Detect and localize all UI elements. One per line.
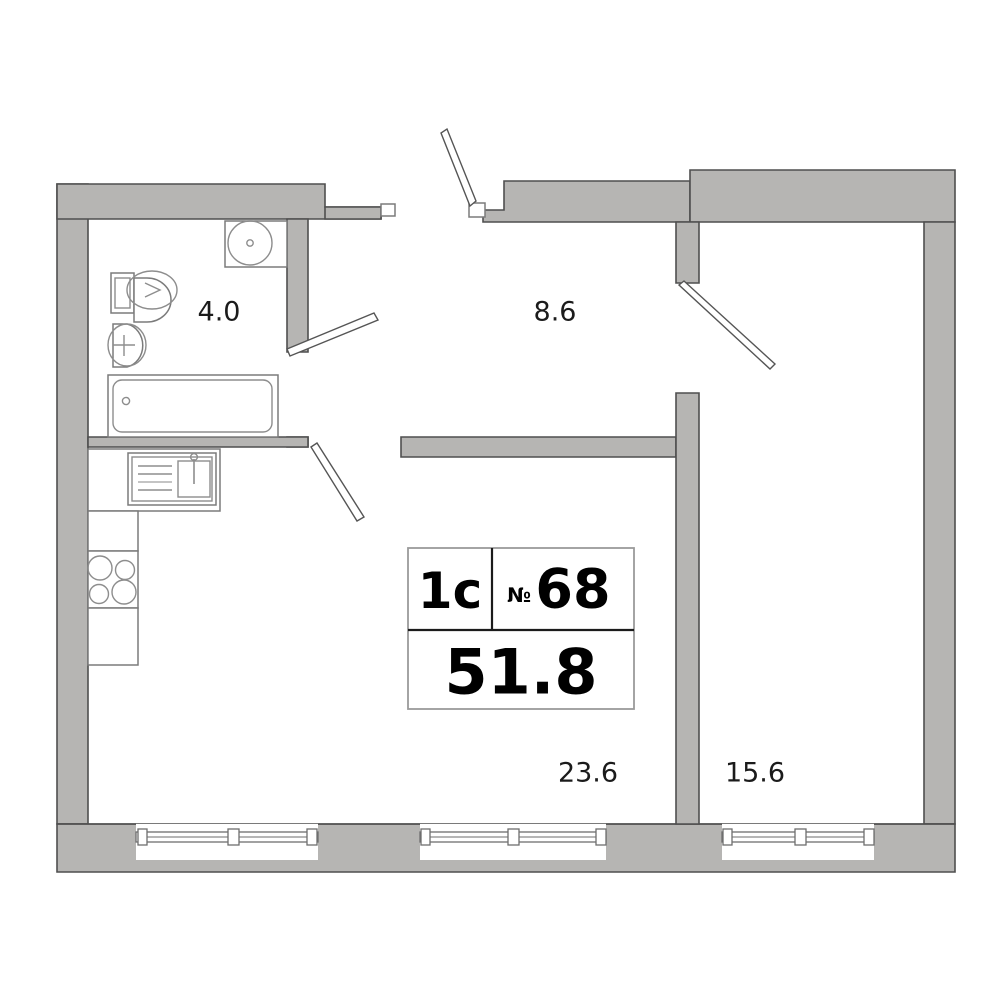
windows-group [135, 828, 875, 846]
kitchen-faucet-head [189, 452, 199, 462]
info-number-prefix: № [507, 583, 531, 607]
wall-bathroom-bottom [87, 436, 309, 448]
wall-stub-top-left-end [324, 206, 382, 220]
wall-living-bedroom-partition [675, 392, 700, 825]
info-apartment-number: 68 [535, 558, 610, 621]
toilet-bowl [133, 277, 172, 323]
kitchen-fixtures-group [87, 448, 221, 666]
toilet-flush-mark [144, 282, 162, 298]
toilet-seat [126, 270, 178, 310]
room-label-bathroom: 4.0 [198, 297, 241, 328]
bathtub-drain [121, 396, 131, 406]
room-labels-group: 4.0 8.6 23.6 15.6 [198, 297, 786, 789]
bathtub-inner [112, 379, 273, 433]
room-label-living-room: 23.6 [558, 758, 618, 789]
bedroom-door-leaf[interactable] [677, 280, 777, 370]
info-apartment-type: 1с [418, 562, 482, 620]
wall-exterior-top-center [482, 180, 691, 223]
room-label-bedroom: 15.6 [725, 758, 785, 789]
info-total-area: 51.8 [445, 636, 598, 709]
washbasin-bowl [107, 323, 147, 367]
kitchen-sink-unit-inner [131, 456, 213, 502]
vent-box-top-left [380, 203, 396, 217]
bathroom-fixtures-group [107, 220, 288, 438]
walls-group [56, 169, 956, 873]
kitchen-counter-lower [87, 607, 139, 666]
bathroom-door-leaf[interactable] [286, 312, 380, 357]
kitchen-drainboard-grooves [138, 465, 172, 491]
stove-burner-bottom-right [111, 579, 137, 605]
entrance-door-leaf[interactable] [440, 127, 477, 208]
water-heater-box [224, 220, 288, 268]
stove-burner-top-left [87, 555, 113, 581]
kitchen-counter-upper [87, 510, 139, 552]
window-bedroom[interactable] [721, 828, 875, 846]
room-label-hall: 8.6 [534, 297, 577, 328]
wall-exterior-left [56, 183, 89, 825]
info-box-frame [407, 547, 635, 710]
toilet-cistern-inner [114, 277, 131, 309]
washbasin-faucet-cross [113, 335, 135, 356]
living-room-door-leaf[interactable] [310, 442, 365, 522]
entrance-door-jamb [468, 202, 486, 218]
window-living-left[interactable] [135, 828, 319, 846]
window-living-right[interactable] [419, 828, 607, 846]
info-box: 1с № 68 51.8 [407, 547, 635, 710]
doors-group [286, 127, 777, 522]
wall-exterior-right [923, 221, 956, 825]
stove-burner-bottom-left [88, 583, 110, 605]
wall-hall-living-partition [400, 436, 677, 458]
wall-hall-bedroom-stub [675, 221, 700, 284]
water-heater-center-dot [246, 239, 254, 247]
wall-exterior-top-right [689, 169, 956, 223]
bathtub-outer [107, 374, 279, 438]
wall-bathroom-right-upper [286, 218, 309, 353]
water-heater-icon [227, 220, 273, 266]
